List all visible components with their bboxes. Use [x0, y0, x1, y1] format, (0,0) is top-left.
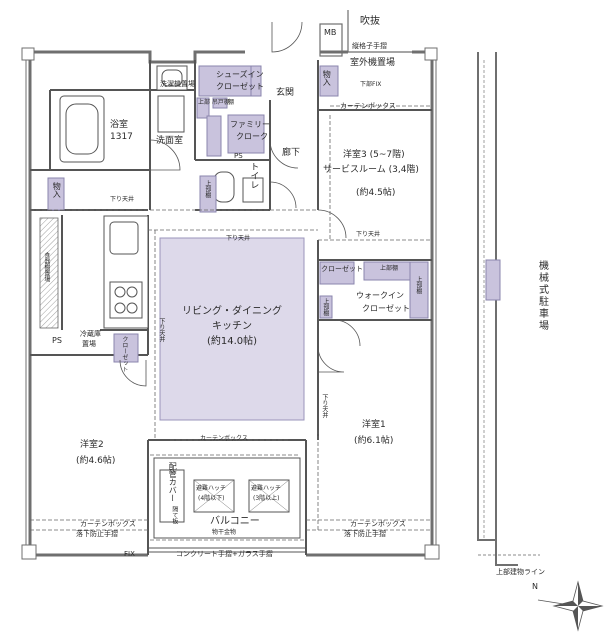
living-name-2: キッチン: [212, 321, 252, 332]
ceiling-down-label-4: 下り天井: [157, 318, 165, 342]
hallway-label: 廊下: [282, 148, 301, 158]
top-shelf-label-c: 上部棚: [414, 276, 422, 294]
bed1-size: (約6.1帖): [354, 436, 394, 446]
toilet-fixture: [213, 171, 264, 203]
entrance-label: 玄関: [276, 88, 295, 98]
balcony-area: [153, 457, 301, 539]
purple-fixtures: [47, 65, 501, 363]
walkin-closet-label-2: クローゼット: [362, 304, 410, 313]
pipe-space-label: PS: [52, 336, 62, 345]
top-shelf-label-a: 上部 吊戸棚: [198, 99, 230, 106]
living-name: リビング・ダイニング: [182, 306, 282, 317]
hatch2-label-2: (3階以上): [253, 495, 280, 502]
kitchen-shelf-hatch: [39, 217, 59, 329]
hatch1-label-1: 避難ハッチ: [196, 485, 227, 492]
fall-guard-left-label: 落下防止手摺: [76, 530, 118, 538]
outdoor-unit-label: 室外機置場: [350, 58, 396, 68]
compass-icon: [537, 580, 604, 632]
storage-right-label: 物入: [322, 70, 332, 86]
family-cloak-label-2: クローク: [236, 132, 268, 141]
top-shelf-label-d: 上部棚: [321, 298, 329, 316]
atrium-area: [319, 10, 412, 57]
bottom-railing: [148, 547, 306, 553]
fridge-label-2: 置場: [82, 340, 96, 348]
top-shelf-label-b: 上部棚: [380, 265, 399, 272]
bed3-size: (約4.5帖): [356, 188, 396, 198]
living-size: (約14.0帖): [206, 336, 258, 347]
bed2-size: (約4.6帖): [76, 456, 116, 466]
hatch-x: [193, 479, 290, 513]
wall-ticks: [25, 52, 437, 555]
washer-label: 洗濯機置場: [160, 80, 195, 88]
family-cloak-label-1: ファミリー: [230, 120, 270, 129]
atrium-label: 吹抜: [360, 16, 380, 27]
hatch1-label-2: (4階以下): [198, 495, 225, 502]
door-swings: [119, 21, 361, 387]
top-shelf-label-toilet: 上部棚: [203, 180, 211, 198]
washbasin: [156, 65, 188, 133]
curtain-box-top-label: カーテンボックス: [340, 102, 396, 110]
bed3-name-2: サービスルーム (3,4階): [323, 165, 419, 175]
ceiling-down-label-5: 下り天井: [320, 394, 328, 418]
parking-outline: [477, 52, 518, 566]
bath-label: 浴室: [110, 120, 129, 130]
ceiling-down-label-3: 下り天井: [356, 231, 381, 238]
pipe-cover-label: 配管カバー: [168, 462, 178, 502]
hatch-plate-label: 隔て板: [170, 506, 178, 524]
bath-size-label: 1317: [110, 132, 133, 142]
building-line-label: 上部建物ライン: [496, 568, 545, 576]
ceiling-down-label-2: 下り天井: [226, 235, 251, 242]
curtain-box-right-label: カーテンボックス: [350, 520, 406, 528]
bed3-name: 洋室3 (5~7階): [343, 150, 405, 160]
fix-label: FIX: [124, 550, 135, 558]
toilet-label: トイレ: [248, 162, 259, 189]
drying-fitting-label: 物干金物: [212, 529, 237, 536]
bathtub: [59, 95, 105, 163]
walkin-closet-label-1: ウォークイン: [356, 291, 404, 300]
hatch2-label-1: 避難ハッチ: [251, 485, 282, 492]
lattice-label: 縦格子手摺: [352, 42, 387, 50]
curtain-box-balcony-label: カーテンボックス: [200, 435, 248, 442]
closet-bed3-label: クローゼット: [321, 265, 363, 273]
shoes-closet-label-2: クローゼット: [216, 82, 264, 91]
railing-label: コンクリート手摺+ガラス手摺: [176, 550, 273, 558]
kitchen-shelf-label: 食器棚置場: [42, 252, 50, 282]
closet-bed2-label: クローゼット: [120, 336, 128, 372]
ceiling-down-label-1: 下り天井: [110, 196, 135, 203]
kitchen-counter: [103, 215, 149, 329]
piers: [21, 47, 440, 560]
storage-left-label: 物入: [52, 182, 62, 198]
bed1-name: 洋室1: [362, 420, 386, 430]
bed2-name: 洋室2: [80, 440, 104, 450]
washroom-label: 洗面室: [156, 136, 184, 146]
shelf-label: 棚: [228, 99, 235, 106]
north-label: N: [532, 582, 538, 591]
fridge-label-1: 冷蔵庫: [80, 330, 101, 338]
ldk-area: [159, 237, 305, 421]
pipe-space-label-2: PS: [234, 152, 243, 160]
fall-guard-right-label: 落下防止手摺: [344, 530, 386, 538]
shoes-closet-label-1: シューズイン: [216, 70, 264, 79]
curtain-box-left-label: カーテンボックス: [80, 520, 136, 528]
mb-label: MB: [324, 28, 337, 37]
balcony-label: バルコニー: [210, 516, 260, 527]
dashed-ceiling-lines: [30, 105, 432, 541]
lower-fix-label: 下部FIX: [360, 81, 382, 88]
parking-label: 機械式駐車場: [536, 260, 548, 332]
